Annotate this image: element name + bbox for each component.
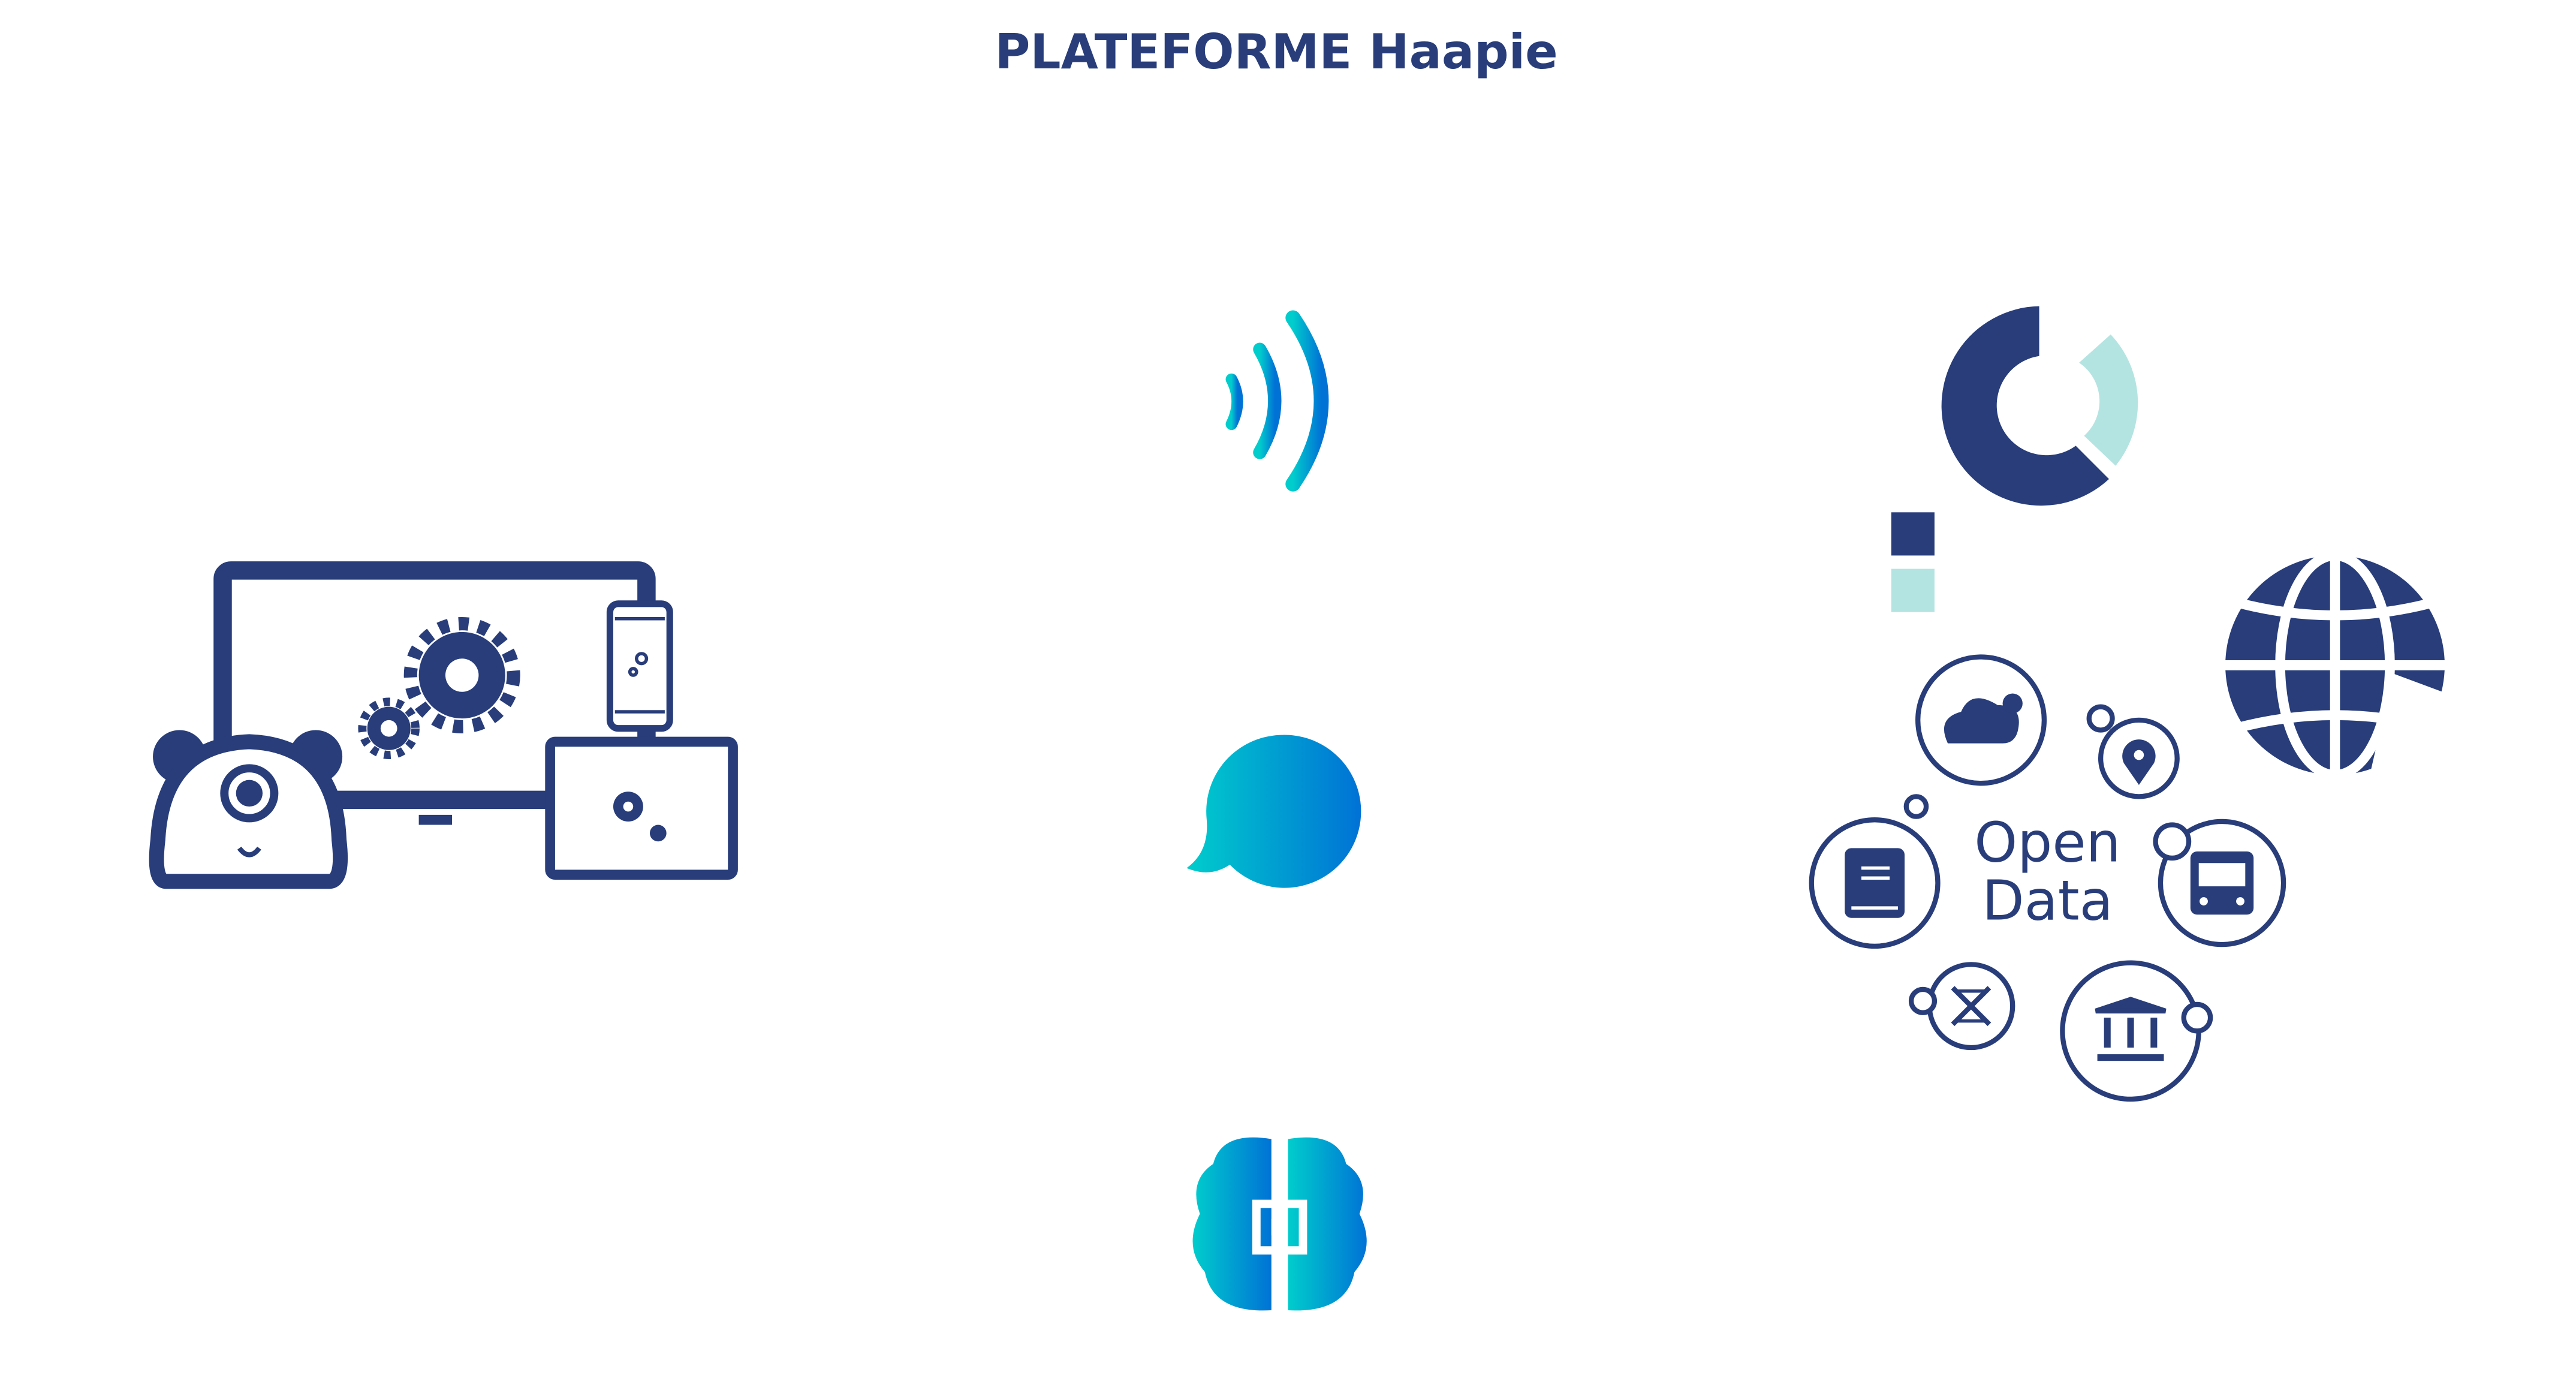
open-data-cluster	[1809, 654, 2286, 1102]
chat-bubble-icon	[1186, 735, 1361, 888]
page-title: PLATEFORME Haapie	[995, 23, 1558, 80]
location-pin-icon	[2098, 717, 2180, 799]
open-data-label-line1: Open	[1974, 810, 2120, 874]
bubble-dot	[2181, 1001, 2213, 1034]
bubble-dot	[1908, 986, 1938, 1015]
bus-icon	[2158, 819, 2286, 947]
wireless-signal-icon	[1225, 310, 1329, 492]
open-data-label-line2: Data	[1982, 869, 2113, 933]
phone-icon	[606, 600, 673, 732]
devices-illustration	[149, 561, 738, 889]
globe-icon	[2218, 549, 2452, 782]
donut-chart-icon	[1891, 306, 2138, 612]
weather-icon	[1915, 654, 2047, 786]
bubble-dot	[1903, 794, 1929, 819]
ai-brain-icon	[1192, 1137, 1367, 1311]
dna-icon	[1927, 962, 2015, 1051]
bubble-dot	[2153, 822, 2192, 861]
bank-icon	[2060, 960, 2201, 1102]
book-icon	[1809, 817, 1941, 949]
mascot-icon	[149, 730, 348, 889]
tablet-icon	[545, 736, 738, 880]
bubble-dot	[2086, 704, 2115, 733]
